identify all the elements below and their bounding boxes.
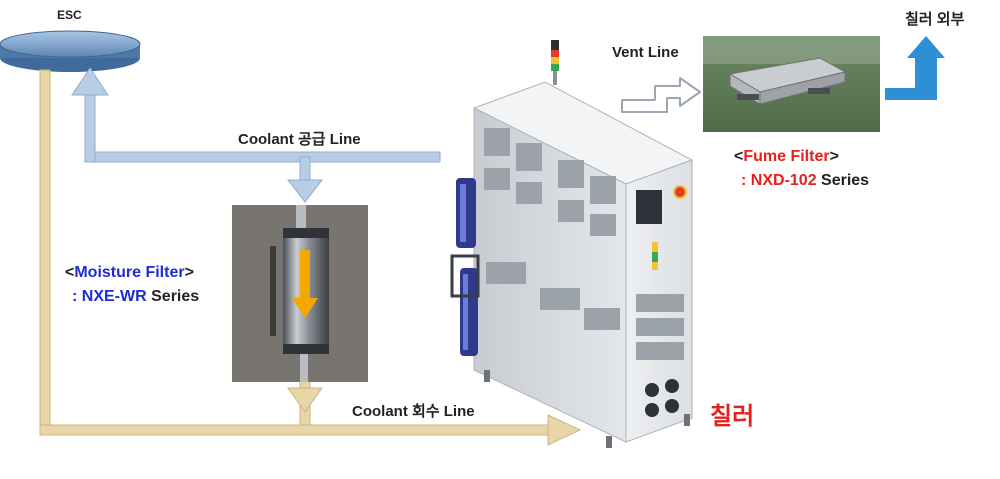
moisture-filter-model-name: NXE-WR [81, 288, 147, 305]
fume-filter-open: < [734, 148, 744, 165]
moisture-filter-model-prefix: : [72, 288, 82, 305]
esc-label: ESC [57, 8, 82, 22]
fume-filter-photo [703, 36, 880, 132]
moisture-filter-title: <Moisture Filter> [65, 264, 194, 282]
fume-filter-model: : NXD-102 Series [741, 172, 869, 190]
fume-filter-model-prefix: : [741, 172, 751, 189]
moisture-filter-series: Series [146, 288, 200, 305]
coolant-return-label: Coolant 회수 Line [352, 403, 475, 420]
coolant-supply-line [71, 67, 441, 203]
coolant-supply-label: Coolant 공급 Line [238, 131, 361, 148]
chiller-machine [450, 40, 694, 448]
moisture-filter-open: < [65, 264, 75, 281]
fume-filter-model-name: NXD-102 [750, 172, 817, 189]
moisture-filter-model: : NXE-WR Series [72, 288, 199, 306]
fume-filter-name: Fume Filter [743, 148, 830, 165]
esc-plate-icon [0, 30, 141, 72]
outlet-arrow [885, 36, 945, 100]
chiller-outside-label: 칠러 외부 [905, 11, 965, 28]
fume-filter-title: <Fume Filter> [734, 148, 839, 166]
vent-line-label: Vent Line [612, 44, 679, 61]
fume-filter-series: Series [816, 172, 870, 189]
coolant-return-line [39, 69, 582, 446]
moisture-filter-name: Moisture Filter [74, 264, 185, 281]
chiller-label: 칠러 [710, 403, 755, 430]
moisture-filter-close: > [184, 264, 194, 281]
fume-filter-close: > [829, 148, 839, 165]
vent-line-arrow [621, 77, 701, 113]
moisture-filter-photo [232, 205, 368, 382]
